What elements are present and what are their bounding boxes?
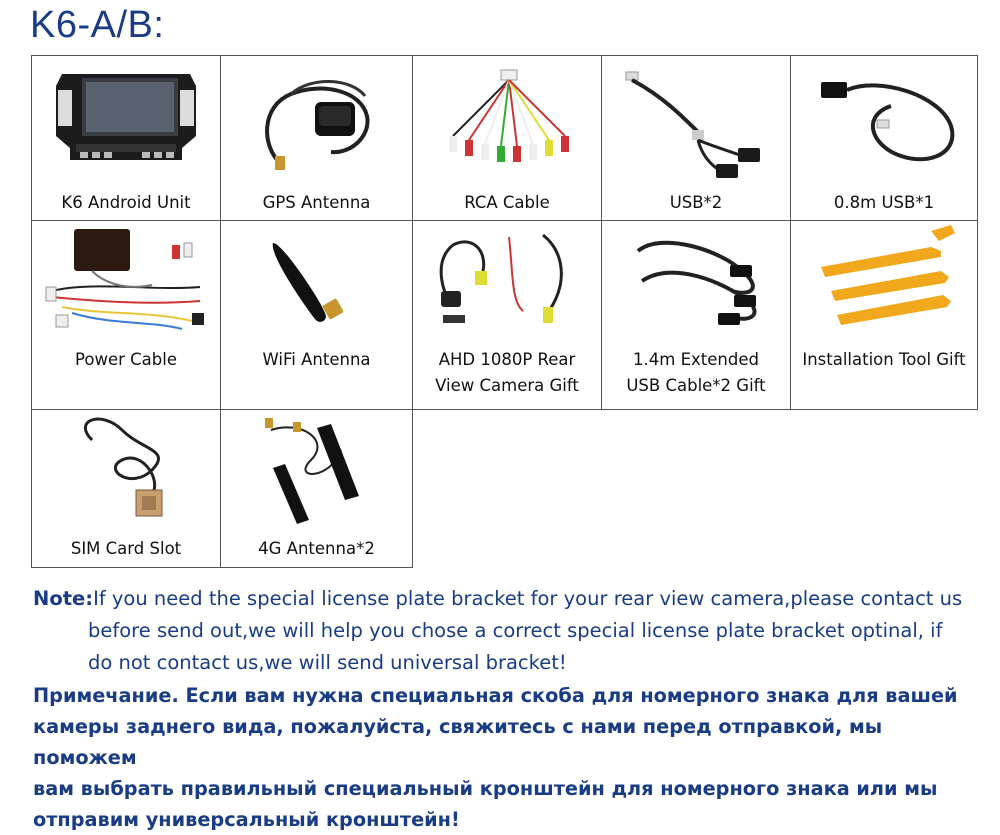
gps-antenna-image bbox=[265, 80, 370, 170]
item-android-unit: K6 Android Unit bbox=[32, 56, 220, 220]
rear-camera-image bbox=[439, 233, 563, 323]
item-caption: K6 Android Unit bbox=[61, 193, 191, 212]
item-rca-cable: RCA Cable bbox=[413, 56, 601, 220]
item-rear-camera: AHD 1080P Rear View Camera Gift bbox=[413, 221, 601, 409]
note-line1: If you need the special license plate br… bbox=[93, 587, 963, 610]
item-caption: 0.8m USB*1 bbox=[833, 193, 935, 212]
item-caption-line2: USB Cable*2 Gift bbox=[626, 376, 766, 395]
item-caption-line2: View Camera Gift bbox=[435, 376, 579, 395]
item-caption: RCA Cable bbox=[464, 193, 550, 212]
note-label: Note: bbox=[33, 587, 94, 610]
item-caption: GPS Antenna bbox=[262, 193, 371, 212]
item-caption-line1: AHD 1080P Rear bbox=[438, 350, 576, 369]
note-russian: Примечание. Если вам нужна специальная с… bbox=[33, 680, 983, 835]
installation-tool-image bbox=[821, 225, 955, 325]
note-ru-line1: Примечание. Если вам нужна специальная с… bbox=[33, 684, 958, 707]
item-usb-08m: 0.8m USB*1 bbox=[791, 56, 977, 220]
item-installation-tool: Installation Tool Gift bbox=[791, 221, 977, 409]
note-english: Note:If you need the special license pla… bbox=[33, 583, 983, 679]
wifi-antenna-image bbox=[272, 242, 344, 322]
item-caption-line1: 1.4m Extended bbox=[633, 350, 759, 369]
item-wifi-antenna: WiFi Antenna bbox=[221, 221, 412, 409]
usb-08m-image bbox=[821, 82, 955, 162]
item-caption: WiFi Antenna bbox=[262, 350, 371, 369]
note-ru-line4: отправим универсальный кронштейн! bbox=[33, 808, 460, 831]
antenna-4g-image bbox=[265, 418, 359, 524]
note-ru-line2: камеры заднего вида, пожалуйста, свяжите… bbox=[33, 715, 883, 769]
item-extended-usb: 1.4m Extended USB Cable*2 Gift bbox=[602, 221, 790, 409]
note-ru-line3: вам выбрать правильный специальный кронш… bbox=[33, 777, 938, 800]
item-sim-slot: SIM Card Slot bbox=[32, 410, 220, 567]
android-unit-image bbox=[56, 74, 196, 160]
usb-cable-image bbox=[625, 71, 760, 178]
note-line2: before send out,we will help you chose a… bbox=[88, 619, 943, 642]
item-caption: Power Cable bbox=[75, 350, 177, 369]
item-gps-antenna: GPS Antenna bbox=[221, 56, 412, 220]
page-title: K6-A/B: bbox=[30, 4, 165, 46]
item-caption: 4G Antenna*2 bbox=[258, 539, 375, 558]
extended-usb-image bbox=[636, 240, 757, 325]
note-line3: do not contact us,we will send universal… bbox=[88, 651, 567, 674]
item-caption: USB*2 bbox=[669, 193, 723, 212]
rca-cable-image bbox=[449, 69, 569, 162]
item-4g-antenna: 4G Antenna*2 bbox=[221, 410, 412, 567]
package-contents-grid: K6 Android Unit GPS Antenna bbox=[31, 55, 978, 568]
sim-slot-image bbox=[84, 417, 163, 517]
item-power-cable: Power Cable bbox=[32, 221, 220, 409]
item-usb: USB*2 bbox=[602, 56, 790, 220]
item-caption: SIM Card Slot bbox=[70, 539, 182, 558]
power-cable-image bbox=[45, 229, 204, 330]
item-caption: Installation Tool Gift bbox=[802, 350, 966, 369]
